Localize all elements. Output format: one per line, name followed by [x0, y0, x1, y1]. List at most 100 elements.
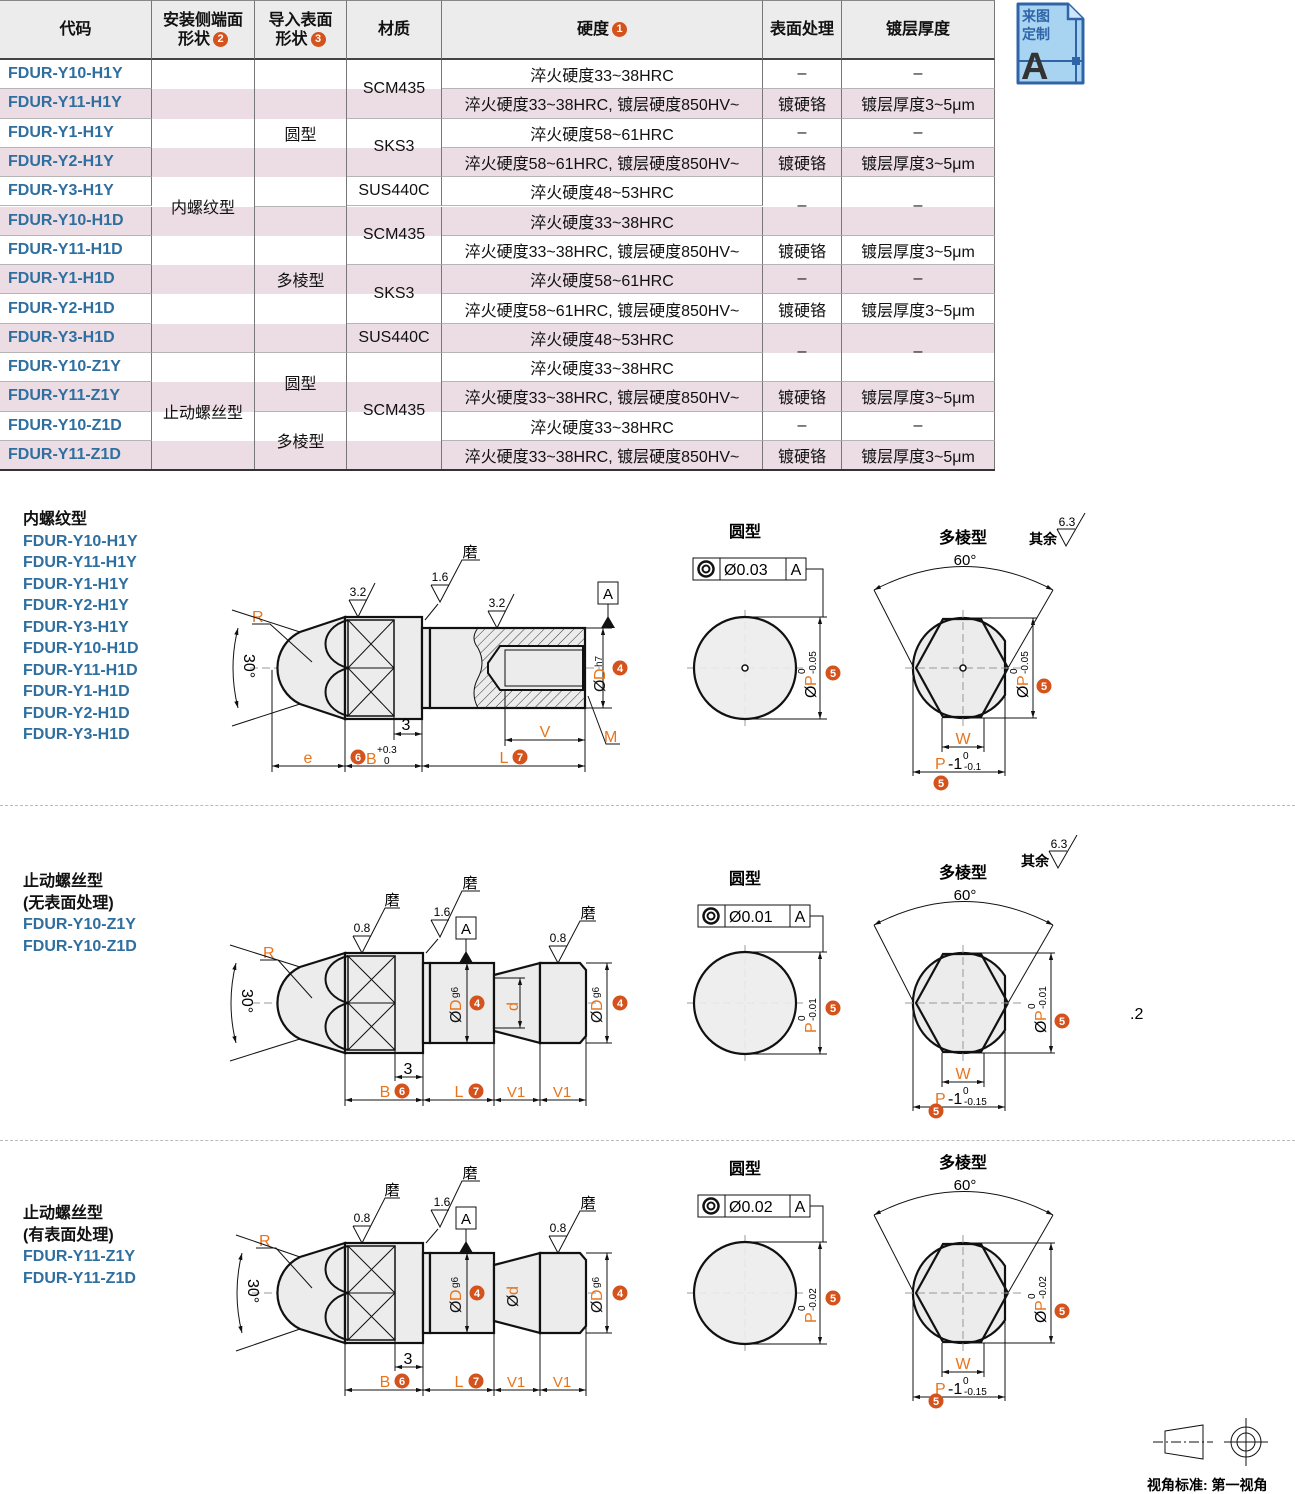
product-code[interactable]: FDUR-Y2-H1Y — [0, 147, 152, 178]
surface-treatment-cell: – — [763, 323, 842, 383]
code-link[interactable]: FDUR-Y11-H1Y — [23, 554, 137, 571]
note-badge — [1054, 1303, 1070, 1319]
svg-text:0.8: 0.8 — [354, 921, 371, 935]
note-badge — [1036, 678, 1052, 694]
product-code[interactable]: FDUR-Y1-H1D — [0, 265, 152, 295]
concentricity-icon — [702, 907, 720, 925]
note-badge-number: 5 — [938, 778, 944, 790]
svg-text:-1: -1 — [948, 1091, 962, 1108]
svg-text:A: A — [795, 909, 806, 926]
code-link[interactable]: FDUR-Y11-Z1Y — [23, 1248, 136, 1265]
product-code[interactable]: FDUR-Y11-H1D — [0, 235, 152, 266]
svg-text:6: 6 — [355, 752, 361, 764]
table-row-stripe — [0, 177, 995, 207]
svg-text:g6: g6 — [450, 1276, 461, 1288]
table-row-stripe — [0, 235, 995, 266]
svg-text:-1: -1 — [948, 756, 962, 773]
code-link[interactable]: FDUR-Y3-H1Y — [23, 618, 129, 636]
svg-text:R: R — [263, 945, 275, 962]
code-link[interactable]: FDUR-Y10-Z1D — [23, 937, 137, 955]
svg-text:30°: 30° — [240, 654, 257, 678]
svg-text:P: P — [935, 756, 946, 773]
table-header-cell: 镀层厚度 — [842, 0, 995, 60]
svg-text:P: P — [803, 675, 820, 686]
svg-text:1.6: 1.6 — [432, 570, 449, 584]
svg-text:V: V — [540, 724, 551, 741]
product-code[interactable]: FDUR-Y2-H1D — [0, 294, 152, 324]
svg-text:g6: g6 — [591, 986, 602, 998]
svg-text:6: 6 — [399, 1086, 405, 1098]
section-1-side-view: R 30° 3.2 1.6 磨 3.2 A Ø D h7 4 M — [231, 544, 628, 772]
svg-text:d: d — [505, 1002, 522, 1011]
svg-text:P: P — [803, 1312, 820, 1323]
svg-text:B: B — [380, 1374, 391, 1391]
code-link[interactable]: FDUR-Y10-Z1Y — [23, 916, 136, 933]
header-text: 安装侧端面 — [162, 11, 243, 29]
lead-shape-cell: 多棱型 — [255, 206, 347, 353]
svg-text:A: A — [791, 562, 802, 579]
concentricity-icon — [697, 560, 715, 578]
view-standard-label: 视角标准: 第一视角 — [1147, 1477, 1268, 1493]
table-row-stripe — [0, 89, 995, 119]
code-link[interactable]: FDUR-Y1-H1Y — [23, 575, 129, 593]
code-link[interactable]: FDUR-Y10-H1D — [23, 640, 139, 657]
product-code[interactable]: FDUR-Y10-Z1D — [0, 411, 152, 441]
svg-text:Ø: Ø — [589, 1301, 606, 1313]
svg-text:Ø: Ø — [589, 1011, 606, 1023]
product-code[interactable]: FDUR-Y11-H1Y — [0, 89, 152, 119]
svg-text:-0.05: -0.05 — [1020, 651, 1031, 674]
icon-text: 来图 — [1021, 8, 1050, 24]
svg-text:B: B — [366, 751, 377, 768]
svg-text:V1: V1 — [507, 1084, 525, 1101]
surface-treatment-cell: 镀硬铬 — [763, 382, 842, 412]
product-code[interactable]: FDUR-Y10-Z1Y — [0, 353, 152, 383]
product-code[interactable]: FDUR-Y1-H1Y — [0, 118, 152, 148]
svg-text:D: D — [448, 999, 465, 1011]
code-link[interactable]: FDUR-Y1-H1D — [23, 683, 130, 700]
svg-text:-1: -1 — [948, 1381, 962, 1398]
custom-drawing-icon[interactable]: 来图 定制 A — [1014, 1, 1086, 87]
svg-text:g6: g6 — [591, 1276, 602, 1288]
code-link[interactable]: FDUR-Y10-H1Y — [23, 532, 138, 550]
product-code[interactable]: FDUR-Y11-Z1Y — [0, 382, 152, 412]
svg-text:R: R — [259, 1233, 271, 1250]
icon-text: 定制 — [1022, 26, 1050, 42]
header-text: 镀层厚度 — [885, 21, 950, 38]
svg-text:6.3: 6.3 — [1059, 515, 1076, 529]
svg-text:磨: 磨 — [384, 892, 399, 909]
svg-text:30°: 30° — [238, 989, 255, 1013]
product-code[interactable]: FDUR-Y10-H1D — [0, 206, 152, 236]
section-3-side-view: Ø d R 30° 0.8 磨 1.6 磨 0.8 磨 A Ø D g6 4 Ø… — [235, 1165, 628, 1396]
svg-text:W: W — [955, 1356, 971, 1373]
code-link[interactable]: FDUR-Y11-Z1D — [23, 1269, 136, 1287]
product-code[interactable]: FDUR-Y3-H1Y — [0, 177, 152, 207]
code-link[interactable]: FDUR-Y3-H1D — [23, 726, 130, 743]
svg-text:+0.3: +0.3 — [377, 745, 397, 756]
code-link[interactable]: FDUR-Y2-H1D — [23, 704, 130, 722]
svg-text:0.8: 0.8 — [550, 1221, 567, 1235]
product-code[interactable]: FDUR-Y3-H1D — [0, 323, 152, 353]
code-link[interactable]: FDUR-Y11-H1D — [23, 661, 138, 679]
svg-text:4: 4 — [617, 998, 624, 1010]
svg-text:Ø: Ø — [505, 1295, 522, 1307]
table-row-stripe — [0, 206, 995, 236]
note-badge-number: 5 — [1041, 681, 1047, 693]
view-title: 多棱型 — [939, 1153, 987, 1172]
svg-text:其余: 其余 — [1029, 531, 1058, 547]
view-title: 圆型 — [729, 523, 761, 541]
product-code[interactable]: FDUR-Y10-H1Y — [0, 60, 152, 90]
header-text: 表面处理 — [769, 21, 834, 38]
section-title: 内螺纹型 — [23, 511, 88, 528]
svg-text:D: D — [589, 1289, 606, 1301]
header-label: 材质 — [378, 20, 410, 39]
view-title: 圆型 — [729, 870, 761, 888]
table-header-cell: 代码 — [0, 0, 152, 60]
svg-text:磨: 磨 — [462, 544, 477, 561]
header-text: 硬度 — [576, 21, 609, 38]
svg-text:D: D — [448, 1289, 465, 1301]
plating-thickness-cell: 镀层厚度3~5μm — [842, 235, 995, 266]
code-link[interactable]: FDUR-Y2-H1Y — [23, 597, 129, 614]
